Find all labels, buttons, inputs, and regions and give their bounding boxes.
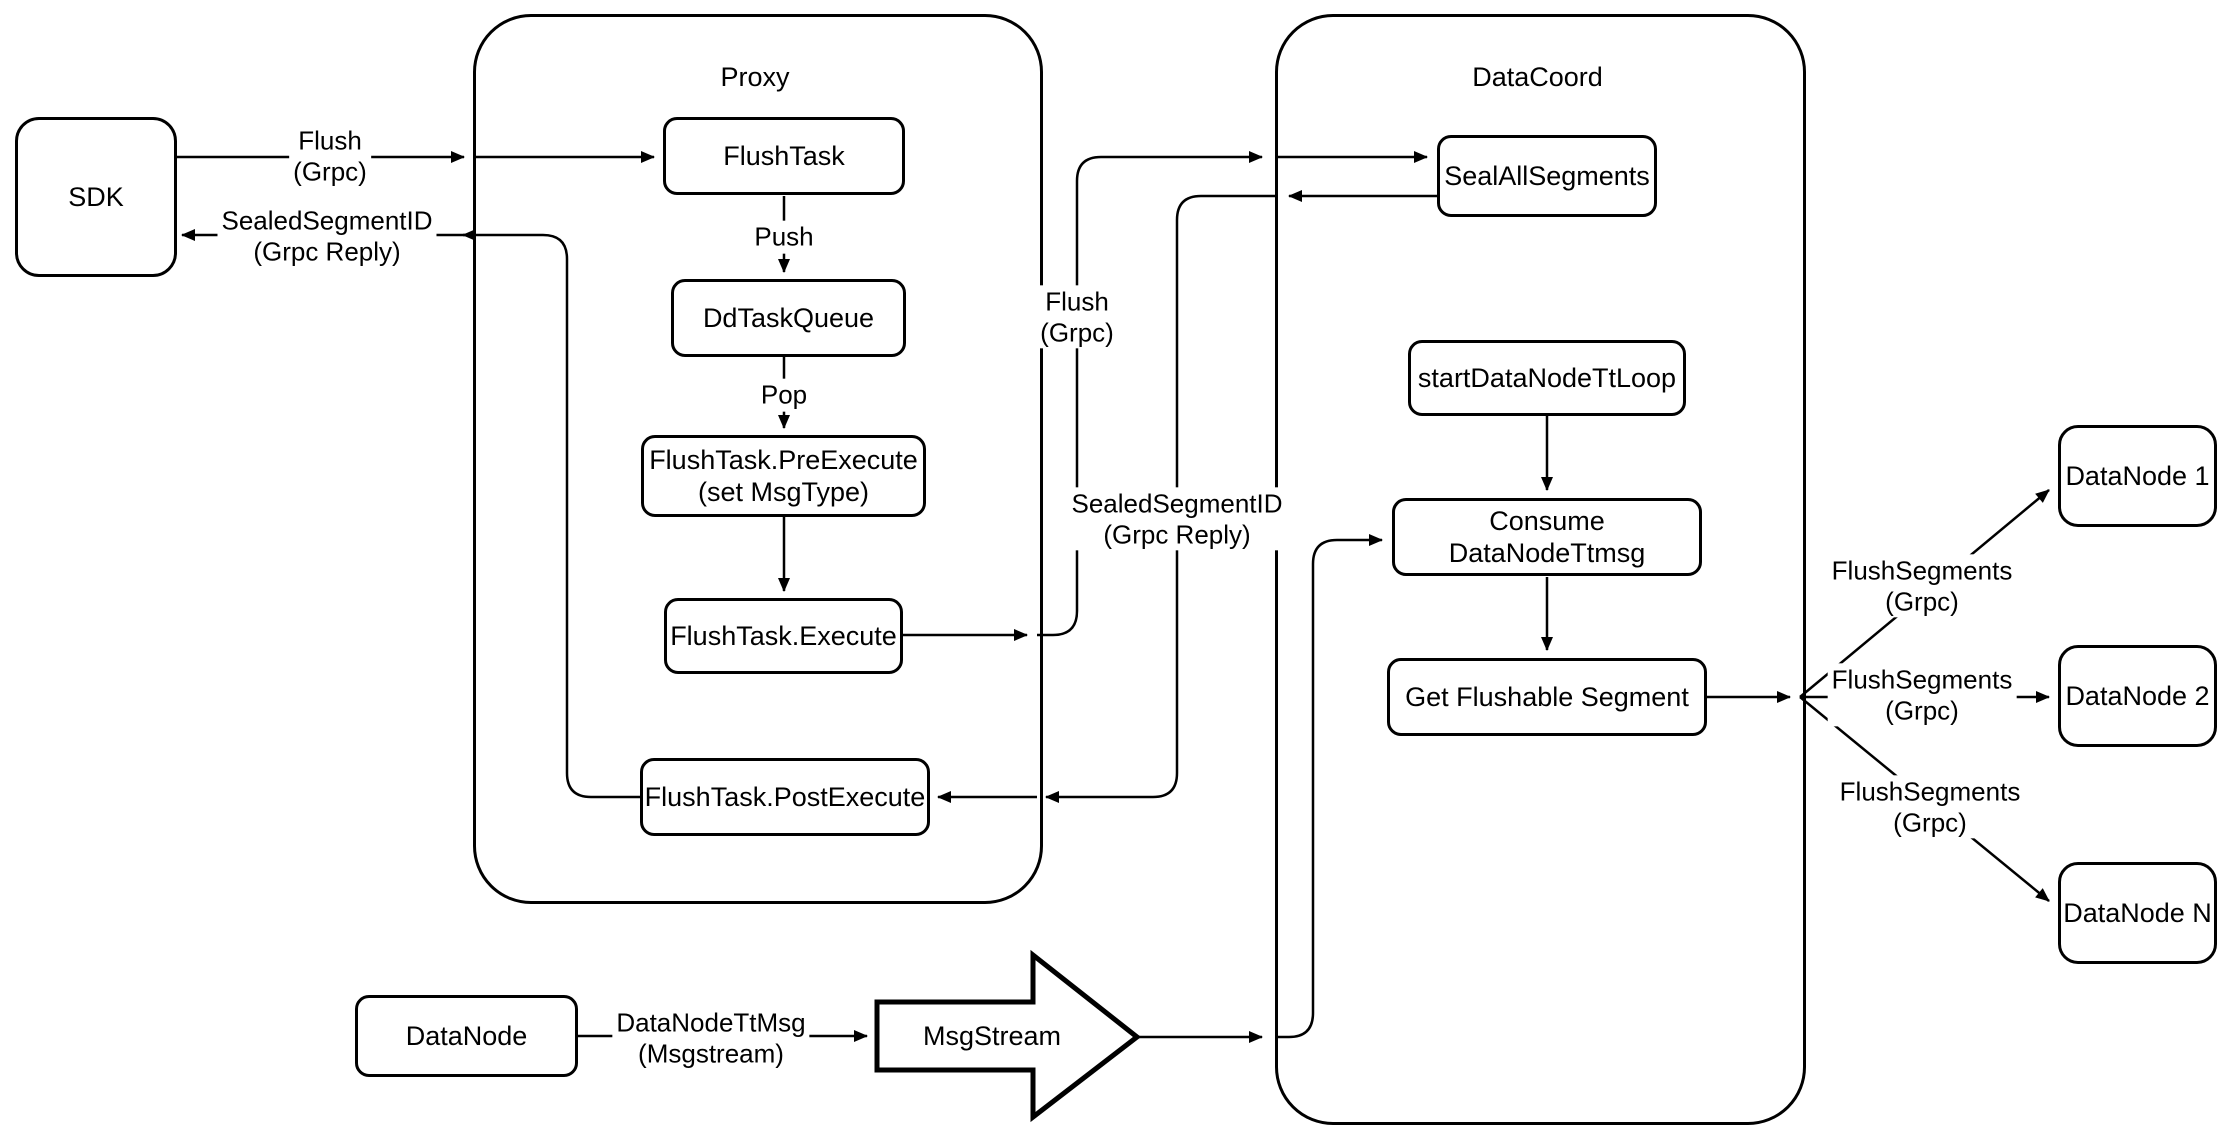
node-label: SDK xyxy=(68,181,124,212)
edge-label-line: DataNodeTtMsg xyxy=(616,1007,806,1038)
node-label: FlushTask.PreExecute xyxy=(649,444,918,475)
edge-postexecute-to-proxy-edge xyxy=(462,229,640,799)
edge-label-flushsegments-2: FlushSegments (Grpc) xyxy=(1827,663,2017,727)
node-label: DdTaskQueue xyxy=(702,302,875,333)
edge-label-flush-grpc-mid: Flush (Grpc) xyxy=(1036,285,1118,349)
node-ddtaskqueue: DdTaskQueue xyxy=(671,279,906,357)
edge-flush-to-datacoord-edge xyxy=(1037,151,1263,637)
edge-label-line: (Grpc Reply) xyxy=(1103,519,1251,549)
node-datanode-n: DataNode N xyxy=(2058,862,2217,964)
node-startdatanodettloop: startDataNodeTtLoop xyxy=(1408,340,1686,416)
node-label: FlushTask.Execute xyxy=(670,620,897,651)
node-datanode-1: DataNode 1 xyxy=(2058,425,2217,527)
edge-label-sealedsegmentid-sdk: SealedSegmentID (Grpc Reply) xyxy=(217,204,437,268)
node-label: startDataNodeTtLoop xyxy=(1417,362,1677,393)
proxy-title: Proxy xyxy=(720,62,790,92)
node-consumedatanodettmsg: Consume DataNodeTtmsg xyxy=(1392,498,1702,576)
node-datanode-source: DataNode xyxy=(355,995,578,1077)
node-datanode-2: DataNode 2 xyxy=(2058,645,2217,747)
node-getflushablesegment: Get Flushable Segment xyxy=(1387,658,1707,736)
node-sublabel: (set MsgType) xyxy=(697,477,870,507)
edge-label-line: (Grpc) xyxy=(1885,586,1959,616)
edge-label-line: (Msgstream) xyxy=(638,1038,784,1068)
edge-label-line: FlushSegments xyxy=(1831,664,2013,695)
node-label: Consume DataNodeTtmsg xyxy=(1448,505,1646,568)
edge-msgstream-up-to-consume xyxy=(1276,534,1383,1039)
node-label: DataNode 1 xyxy=(2065,460,2210,491)
edge-label-flushsegments-1: FlushSegments (Grpc) xyxy=(1827,554,2017,618)
edge-label-sealedsegmentid-mid: SealedSegmentID (Grpc Reply) xyxy=(1067,487,1287,551)
edge-label-line: SealedSegmentID xyxy=(1071,488,1283,519)
node-label: Get Flushable Segment xyxy=(1405,681,1689,712)
edge-label-flush-grpc-sdk: Flush (Grpc) xyxy=(289,124,371,188)
node-label: DataNode N xyxy=(2063,897,2212,928)
edge-label-line: Flush xyxy=(1045,286,1109,317)
edge-label-line: Pop xyxy=(760,379,808,410)
edge-label-line: (Grpc) xyxy=(293,156,367,186)
node-preexecute: FlushTask.PreExecute (set MsgType) xyxy=(641,435,926,517)
edge-label-line: (Grpc) xyxy=(1040,317,1114,347)
edge-label-line: (Grpc) xyxy=(1893,807,1967,837)
node-sealallsegments: SealAllSegments xyxy=(1437,135,1657,217)
edge-label-pop: Pop xyxy=(756,378,812,412)
container-datacoord xyxy=(1275,14,1806,1125)
edge-label-line: Push xyxy=(754,221,814,252)
node-label: FlushTask.PostExecute xyxy=(644,781,926,812)
edge-label-line: SealedSegmentID xyxy=(221,205,433,236)
node-label: DataNode 2 xyxy=(2065,680,2210,711)
node-label-multiline: FlushTask.PreExecute (set MsgType) xyxy=(649,444,918,509)
edge-label-line: FlushSegments xyxy=(1839,776,2021,807)
datacoord-title: DataCoord xyxy=(1472,62,1603,92)
edge-label-line: FlushSegments xyxy=(1831,555,2013,586)
msgstream-arrow-shape xyxy=(874,949,1142,1123)
container-proxy xyxy=(473,14,1043,904)
msgstream-label: MsgStream xyxy=(922,1021,1062,1052)
node-label: DataNode xyxy=(405,1020,528,1051)
node-flushtask: FlushTask xyxy=(663,117,905,195)
edge-label-push: Push xyxy=(750,220,818,254)
node-postexecute: FlushTask.PostExecute xyxy=(640,758,930,836)
node-execute: FlushTask.Execute xyxy=(664,598,903,674)
edge-label-flushsegments-3: FlushSegments (Grpc) xyxy=(1835,775,2025,839)
edge-label-line: (Grpc Reply) xyxy=(253,236,401,266)
node-label: SealAllSegments xyxy=(1444,160,1650,191)
node-sdk: SDK xyxy=(15,117,177,277)
node-label: FlushTask xyxy=(723,140,845,171)
edge-label-line: (Grpc) xyxy=(1885,695,1959,725)
edge-label-datanodettmsg: DataNodeTtMsg (Msgstream) xyxy=(612,1006,810,1070)
edge-label-line: Flush xyxy=(298,125,362,156)
